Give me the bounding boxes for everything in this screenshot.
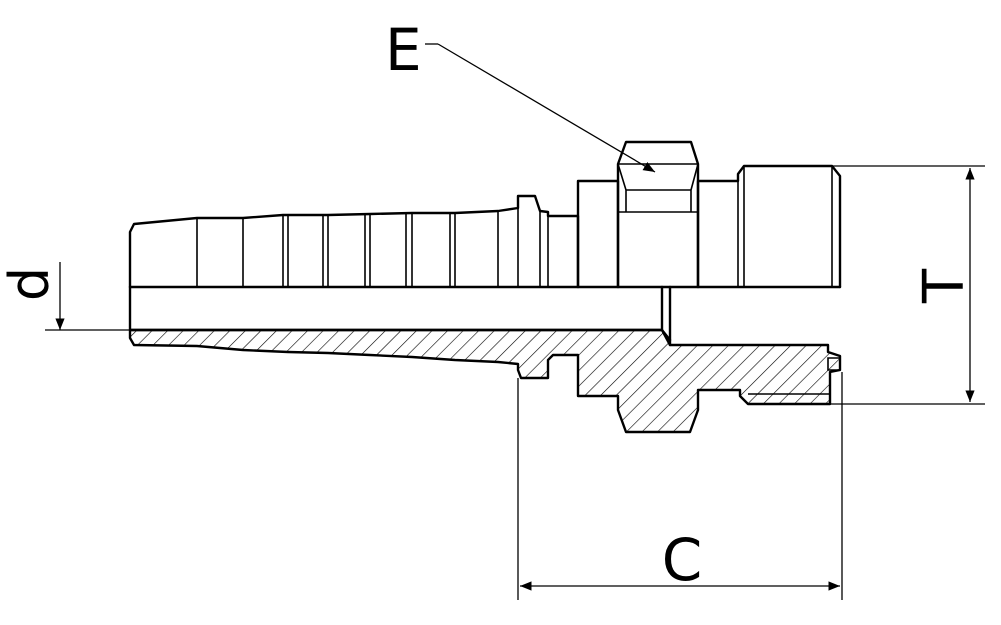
fitting-exterior-view bbox=[128, 140, 842, 289]
dimension-c bbox=[517, 372, 843, 600]
label-c: C bbox=[662, 526, 703, 594]
threaded-end-outline bbox=[696, 164, 842, 289]
label-t: T bbox=[912, 268, 977, 304]
barb-ridges bbox=[196, 208, 549, 287]
hex-chamfer bbox=[617, 163, 699, 212]
leader-e-line bbox=[437, 43, 656, 173]
fitting-cross-section bbox=[128, 328, 842, 434]
seal-groove bbox=[827, 357, 841, 371]
collar-outline bbox=[576, 179, 620, 289]
leader-e bbox=[425, 43, 656, 173]
dimension-t bbox=[830, 165, 985, 405]
label-d: d bbox=[0, 267, 61, 301]
dimension-d bbox=[45, 262, 130, 331]
label-e: E bbox=[385, 16, 422, 84]
